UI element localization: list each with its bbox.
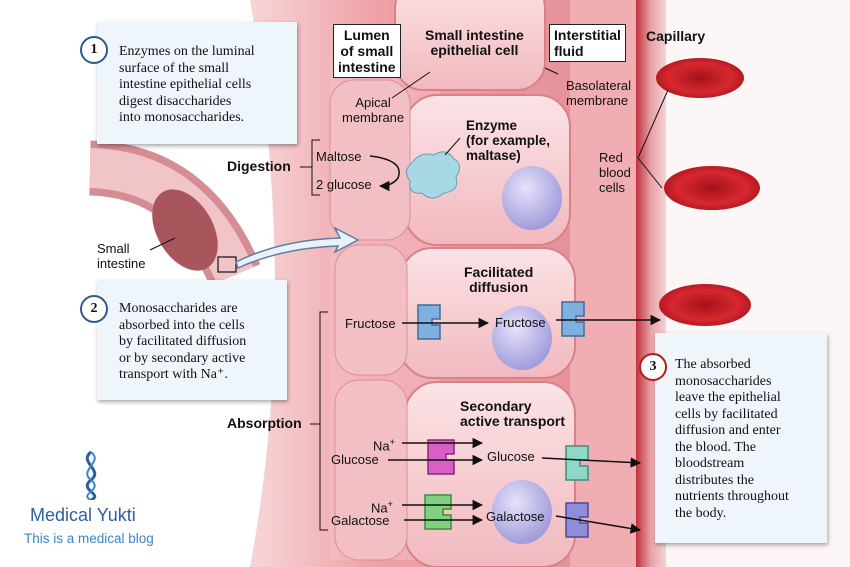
enzyme-label: Enzyme (for example, maltase): [466, 118, 551, 163]
arrow-maltose: [369, 155, 400, 192]
transporter-fructose-apical: [417, 304, 441, 340]
leader-enzyme: [444, 137, 461, 156]
bracket-absorption: [310, 311, 328, 531]
apical-membrane-label: Apical membrane: [342, 95, 405, 125]
absorption-label: Absorption: [227, 415, 302, 431]
basolateral-membrane-label: Basolateral membrane: [566, 78, 632, 108]
fructose-lumen-label: Fructose: [345, 316, 396, 331]
neighbour-cell-1: [329, 79, 411, 241]
bracket-digestion: [300, 139, 320, 196]
leader-rbc: [637, 89, 669, 189]
fructose-cell-label: Fructose: [495, 315, 546, 330]
red-blood-cells-label: Red blood cells: [599, 150, 631, 195]
secondary-active-transport-label: Secondary active transport: [460, 398, 566, 429]
sodium-label-1: Na+: [373, 437, 395, 454]
zoom-arrow: [235, 226, 360, 270]
galactose-lumen-label: Galactose: [331, 513, 390, 528]
note-3: The absorbed monosaccharides leave the e…: [655, 333, 827, 543]
transporter-glucose-baso: [565, 445, 589, 481]
nucleus-1: [502, 166, 562, 230]
step-2-badge: 2: [80, 295, 108, 323]
epithelial-cell-label: Small intestine epithelial cell: [425, 27, 524, 58]
lumen-label: Lumen of small intestine: [333, 24, 401, 78]
brand-name: Medical Yukti: [30, 505, 136, 525]
step-3-badge: 3: [639, 353, 667, 381]
nucleus-3: [492, 480, 552, 544]
two-glucose-label: 2 glucose: [316, 177, 372, 192]
neighbour-cell-3: [334, 379, 408, 561]
note-1-text: Enzymes on the luminal surface of the sm…: [119, 44, 255, 125]
nucleus-2: [492, 306, 552, 370]
capillary-label: Capillary: [646, 28, 706, 44]
step-1-badge: 1: [80, 36, 108, 64]
leader-small-intestine: [149, 237, 176, 251]
red-blood-cell: [659, 284, 751, 326]
transporter-fructose-baso: [561, 301, 585, 337]
small-intestine-label: Small intestine: [97, 241, 146, 271]
galactose-cell-label: Galactose: [486, 509, 545, 524]
digestion-label: Digestion: [227, 158, 291, 174]
note-2-text: Monosaccharides are absorbed into the ce…: [119, 301, 247, 382]
arrow-galactose-out: [555, 515, 642, 534]
note-1: Enzymes on the luminal surface of the sm…: [97, 22, 297, 144]
facilitated-diffusion-label: Facilitated diffusion: [464, 264, 534, 295]
interstitial-fluid-label: Interstitial fluid: [549, 24, 626, 62]
small-intestine-illustration: [88, 140, 261, 287]
note-2: Monosaccharides are absorbed into the ce…: [97, 280, 287, 400]
neighbour-cell-2: [334, 244, 408, 376]
sodium-label-2: Na+: [371, 499, 393, 516]
leader-basolateral: [544, 67, 559, 75]
glucose-cell-label: Glucose: [487, 449, 535, 464]
arrow-glucose-out: [541, 457, 642, 468]
helix-logo-icon: [85, 450, 97, 500]
red-blood-cell: [656, 58, 744, 98]
note-3-text: The absorbed monosaccharides leave the e…: [675, 357, 789, 521]
brand-tagline: This is a medical blog: [24, 531, 154, 546]
glucose-lumen-label: Glucose: [331, 452, 379, 467]
leader-apical: [391, 71, 431, 99]
red-blood-cell: [664, 166, 760, 210]
maltose-label: Maltose: [316, 149, 362, 164]
enzyme-blob: [406, 151, 460, 199]
